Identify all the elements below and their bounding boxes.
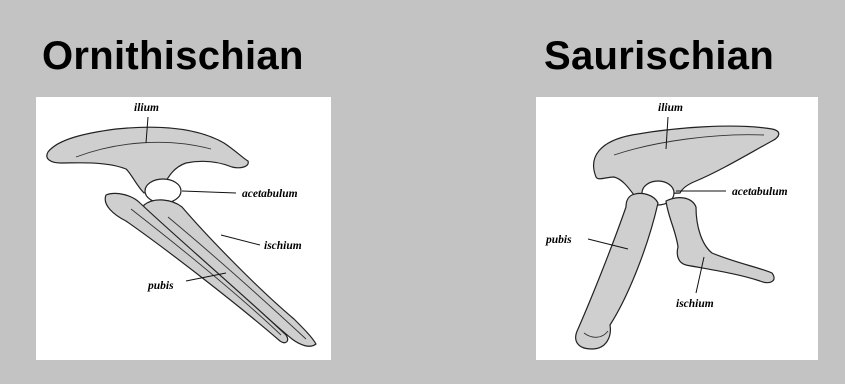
ornithischian-acetabulum-label: acetabulum bbox=[242, 188, 298, 200]
saurischian-ischium-label: ischium bbox=[676, 298, 714, 310]
ornithischian-pubis-label: pubis bbox=[147, 280, 174, 292]
saurischian-pubis-bone bbox=[576, 193, 658, 349]
ornithischian-ischium-label: ischium bbox=[264, 240, 302, 252]
ornithischian-title: Ornithischian bbox=[42, 36, 304, 76]
ornithischian-pelvis-diagram: ilium acetabulum ischium pubis bbox=[36, 97, 331, 360]
saurischian-pelvis-diagram: ilium acetabulum pubis ischium bbox=[536, 97, 818, 360]
ornithischian-pubis-bone bbox=[105, 193, 287, 342]
saurischian-pubis-label: pubis bbox=[545, 234, 572, 246]
saurischian-ilium-bone bbox=[594, 126, 779, 195]
ornithischian-ilium-label: ilium bbox=[134, 102, 159, 114]
saurischian-acetabulum-label: acetabulum bbox=[732, 186, 788, 198]
ornithischian-ilium-bone bbox=[47, 127, 248, 193]
saurischian-pelvis-svg: ilium acetabulum pubis ischium bbox=[536, 97, 818, 360]
ornithischian-pelvis-svg: ilium acetabulum ischium pubis bbox=[36, 97, 331, 360]
saurischian-title: Saurischian bbox=[544, 36, 774, 76]
saurischian-ischium-bone bbox=[666, 198, 774, 283]
saurischian-ilium-label: ilium bbox=[658, 102, 683, 114]
